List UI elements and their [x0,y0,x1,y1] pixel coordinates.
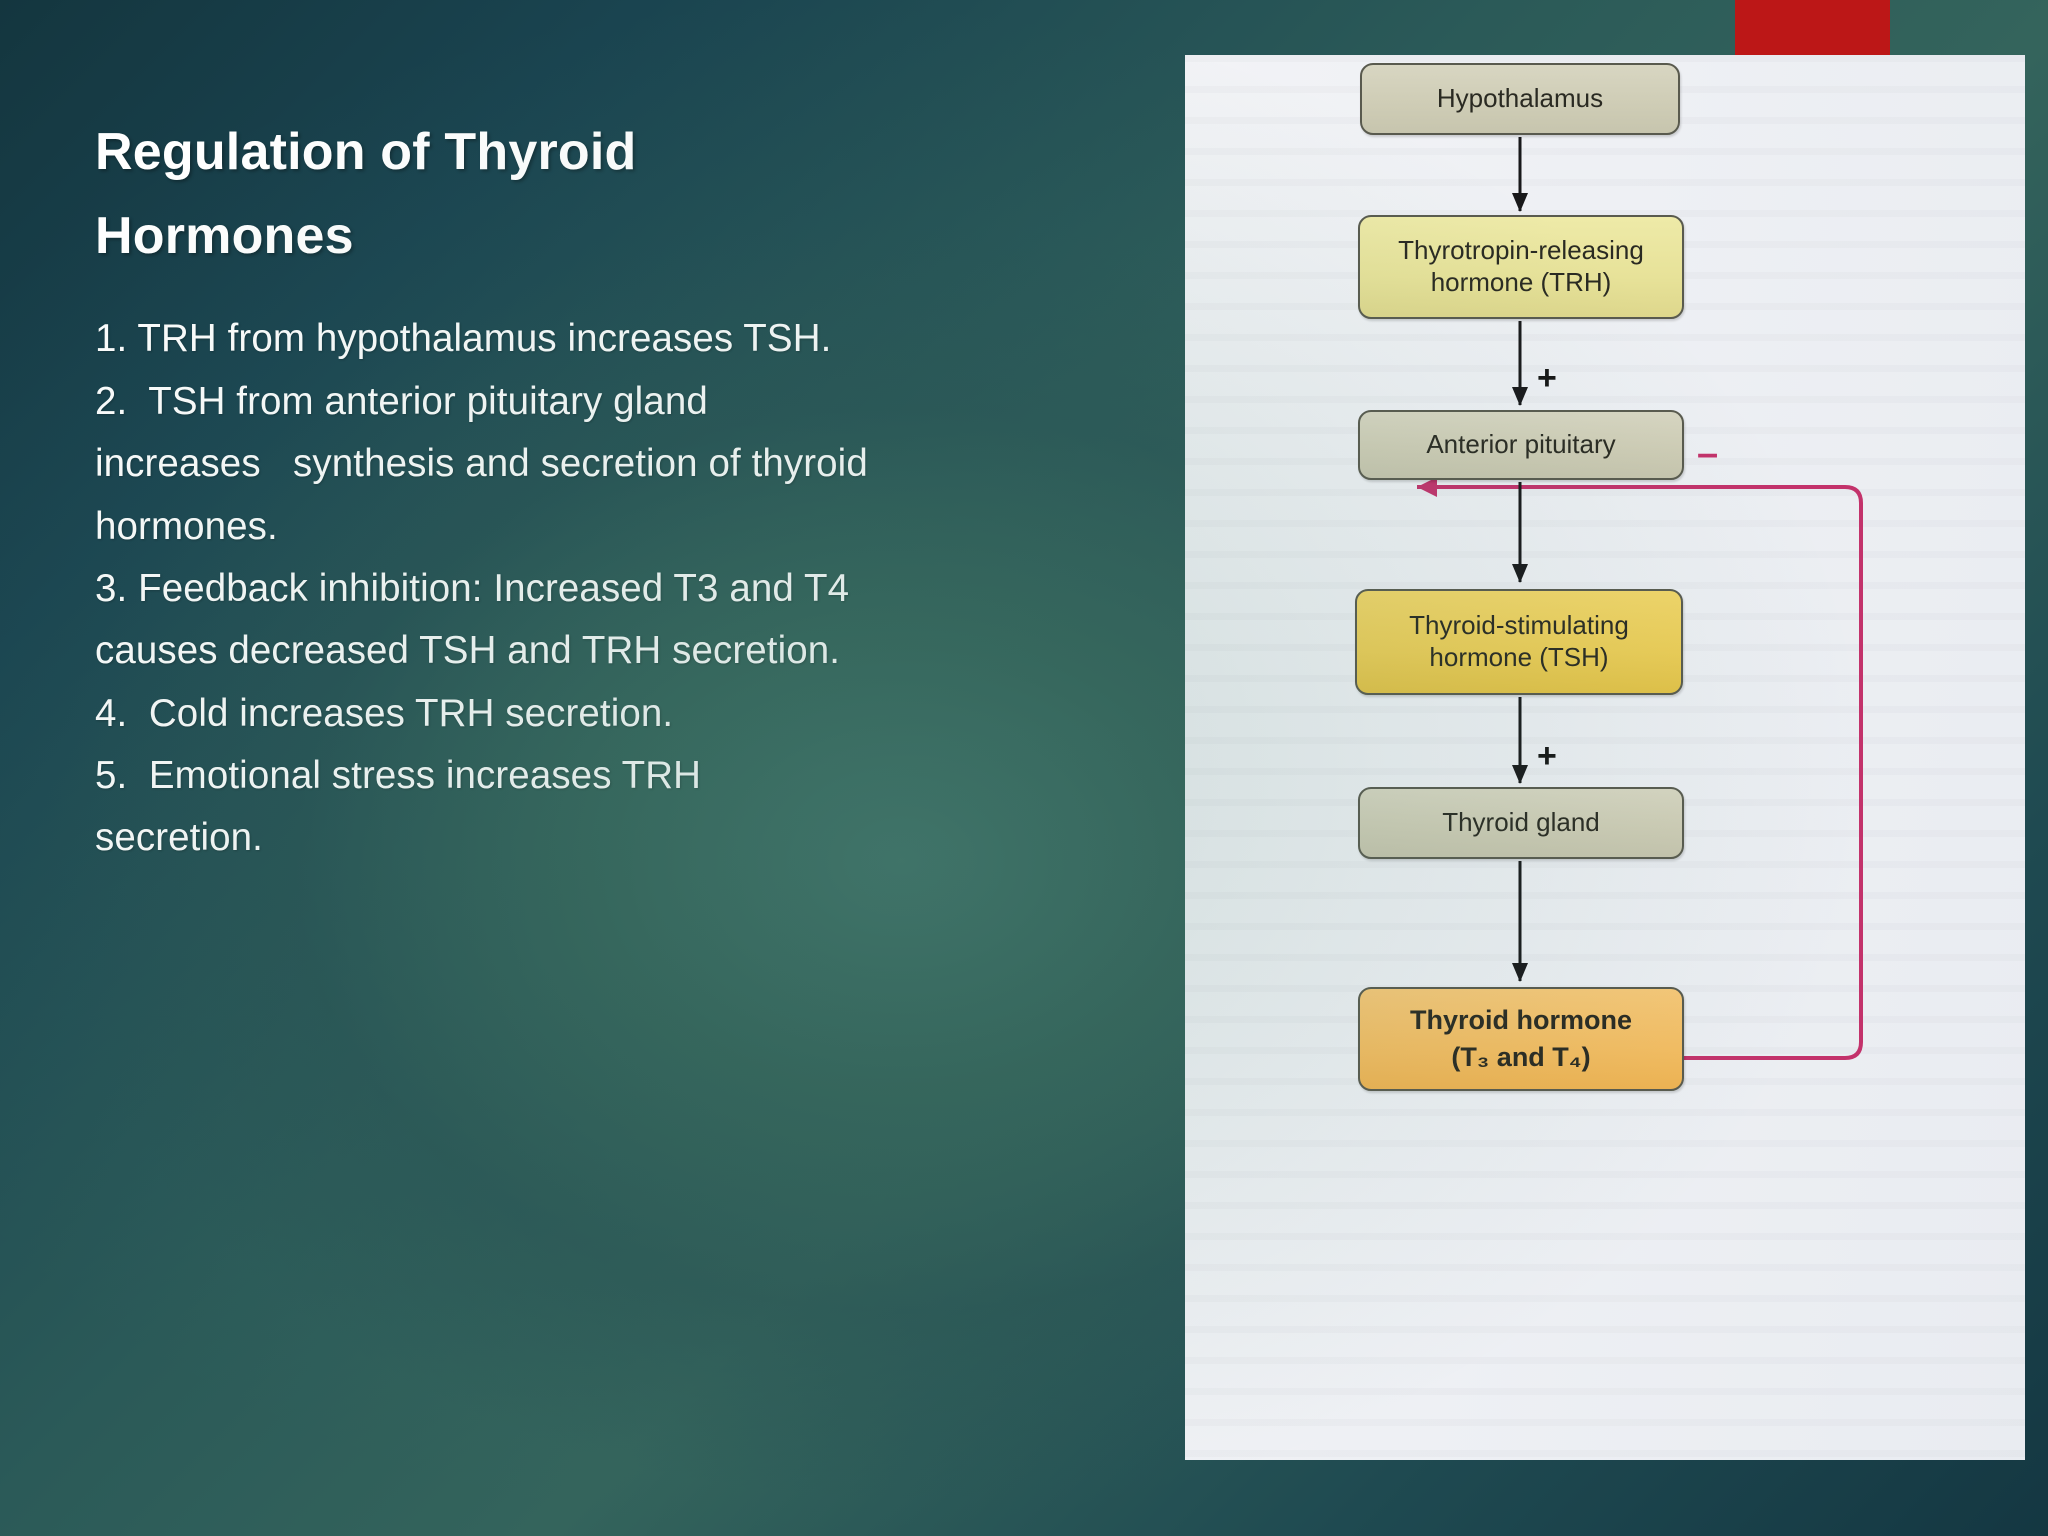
arrow-trh-to-pituitary [1507,321,1533,406]
body-line-3: increases synthesis and secretion of thy… [95,442,868,486]
body-line-2: 2. TSH from anterior pituitary gland [95,379,708,423]
arrow-shaft [1518,861,1522,981]
arrow-shaft [1518,697,1522,783]
node-hypothalamus-label: Hypothalamus [1436,83,1604,114]
arrow-pituitary-to-tsh [1507,482,1533,583]
node-anterior-pituitary-label: Anterior pituitary [1426,429,1616,460]
node-tsh: Thyroid-stimulating hormone (TSH) [1355,589,1683,695]
plus-sign-tsh-thyroid: + [1537,737,1557,775]
node-trh-label: Thyrotropin-releasing hormone (TRH) [1398,235,1644,297]
arrow-hypothalamus-to-trh [1507,137,1533,212]
arrow-shaft [1518,137,1522,211]
slide-text-column: Regulation of Thyroid Hormones 1. TRH fr… [95,110,895,870]
minus-sign-negative-feedback: – [1697,433,1719,475]
node-tsh-label: Thyroid-stimulating hormone (TSH) [1409,610,1629,672]
arrow-head [1512,765,1528,784]
thyroid-regulation-diagram: Hypothalamus Thyrotropin-releasing hormo… [1185,55,2025,1460]
arrow-head [1512,963,1528,982]
node-trh: Thyrotropin-releasing hormone (TRH) [1358,215,1684,319]
arrow-thyroid-gland-to-hormone [1507,861,1533,982]
node-hypothalamus: Hypothalamus [1360,63,1680,135]
node-thyroid-hormone: Thyroid hormone (T₃ and T₄) [1358,987,1684,1091]
arrow-head [1512,387,1528,406]
arrow-head [1512,564,1528,583]
node-thyroid-hormone-sublabel: (T₃ and T₄) [1451,1042,1591,1072]
node-anterior-pituitary: Anterior pituitary [1358,410,1684,480]
arrow-shaft [1518,321,1522,405]
arrow-shaft [1518,482,1522,582]
node-thyroid-gland-label: Thyroid gland [1442,807,1600,838]
body-line-4: hormones. [95,504,278,548]
body-line-7: 4. Cold increases TRH secretion. [95,691,674,735]
body-line-1: 1. TRH from hypothalamus increases TSH. [95,317,832,361]
body-line-8: 5. Emotional stress increases TRH [95,753,702,797]
node-thyroid-gland: Thyroid gland [1358,787,1684,859]
page-title: Regulation of Thyroid Hormones [95,123,637,266]
arrow-tsh-to-thyroid-gland [1507,697,1533,784]
node-thyroid-hormone-label: Thyroid hormone [1410,1005,1632,1036]
body-line-5: 3. Feedback inhibition: Increased T3 and… [95,566,850,610]
arrow-head [1512,193,1528,212]
body-line-9: secretion. [95,816,263,860]
plus-sign-trh-pituitary: + [1537,359,1557,397]
body-line-6: causes decreased TSH and TRH secretion. [95,629,841,673]
